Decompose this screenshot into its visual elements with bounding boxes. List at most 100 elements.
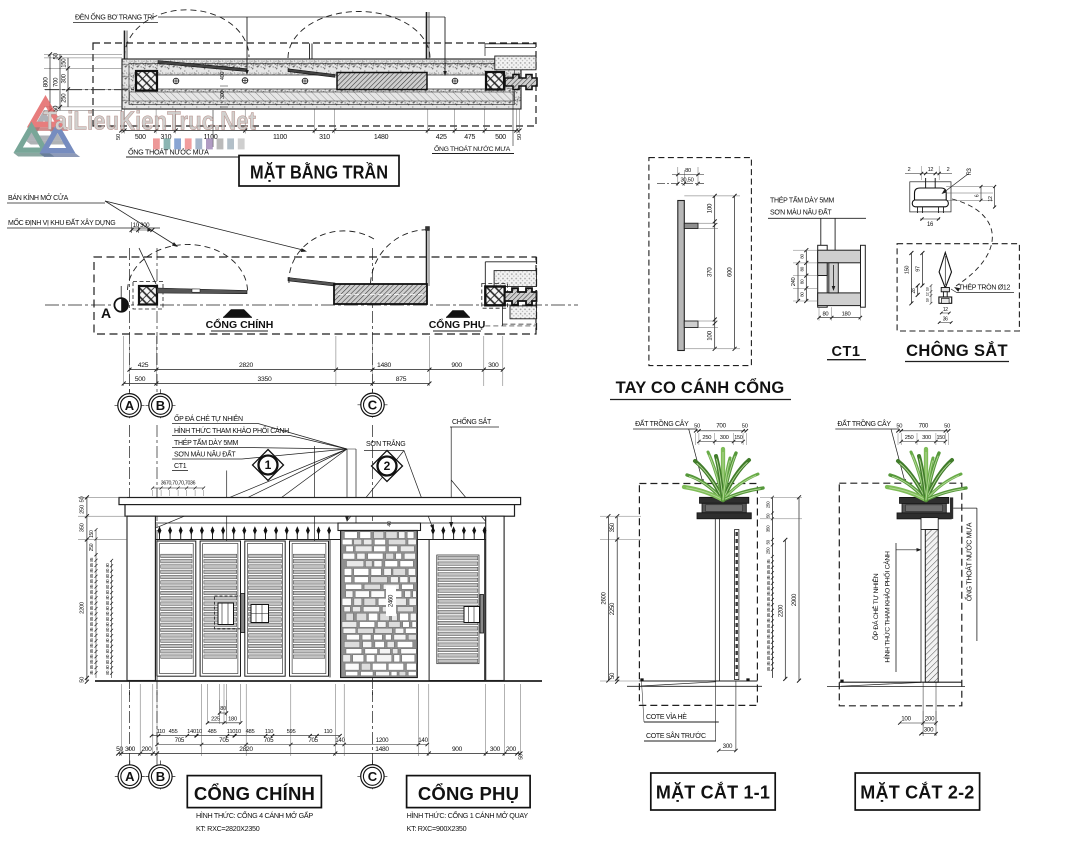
- svg-text:300: 300: [490, 746, 501, 753]
- svg-text:50: 50: [517, 134, 523, 140]
- svg-text:150: 150: [62, 58, 68, 68]
- svg-text:150: 150: [89, 530, 95, 538]
- svg-text:1: 1: [265, 458, 272, 472]
- svg-text:16: 16: [927, 222, 934, 228]
- svg-text:85: 85: [89, 638, 94, 643]
- svg-text:2600: 2600: [601, 591, 607, 604]
- svg-text:400: 400: [220, 72, 226, 81]
- svg-text:ỐNG THOÁT NƯỚC MƯA: ỐNG THOÁT NƯỚC MƯA: [964, 522, 974, 601]
- svg-text:300: 300: [125, 746, 136, 753]
- svg-text:80: 80: [105, 659, 110, 664]
- svg-text:3670,70,70,7036: 3670,70,70,7036: [161, 481, 196, 487]
- svg-text:100: 100: [707, 330, 714, 340]
- svg-text:CỔNG CHÍNH: CỔNG CHÍNH: [194, 783, 315, 804]
- svg-text:85: 85: [766, 634, 771, 639]
- svg-text:80: 80: [685, 168, 691, 174]
- svg-text:250: 250: [702, 435, 711, 441]
- svg-text:150: 150: [905, 266, 911, 275]
- svg-text:800: 800: [43, 77, 50, 88]
- svg-text:300: 300: [922, 435, 931, 441]
- svg-text:300: 300: [220, 91, 226, 100]
- svg-text:10: 10: [196, 729, 202, 735]
- svg-text:1100: 1100: [204, 134, 218, 141]
- svg-text:50: 50: [519, 754, 525, 760]
- svg-text:CHỐNG SẮT: CHỐNG SẮT: [452, 416, 492, 426]
- svg-text:85: 85: [89, 616, 94, 621]
- svg-text:85: 85: [89, 627, 94, 632]
- svg-text:10 300: 10 300: [133, 223, 151, 229]
- svg-text:80: 80: [105, 595, 110, 600]
- svg-text:18: 18: [924, 298, 929, 303]
- svg-text:85: 85: [89, 568, 94, 573]
- svg-text:485: 485: [208, 729, 217, 735]
- svg-text:500: 500: [135, 376, 146, 383]
- svg-text:140: 140: [187, 729, 196, 735]
- svg-text:85: 85: [89, 611, 94, 616]
- svg-text:SƠN MÀU NÂU ĐẤT: SƠN MÀU NÂU ĐẤT: [770, 207, 832, 217]
- svg-text:85: 85: [89, 659, 94, 664]
- svg-text:2200: 2200: [778, 604, 784, 617]
- svg-text:310: 310: [319, 134, 330, 141]
- svg-text:85: 85: [766, 639, 771, 644]
- svg-text:40: 40: [387, 521, 393, 527]
- svg-text:150: 150: [937, 435, 946, 441]
- svg-text:85: 85: [766, 564, 771, 569]
- svg-text:1480: 1480: [377, 362, 391, 369]
- svg-text:85: 85: [766, 607, 771, 612]
- svg-text:KT: RXC=900X2350: KT: RXC=900X2350: [407, 824, 467, 833]
- svg-text:50: 50: [896, 424, 902, 430]
- svg-text:HÌNH THỨC: CỔNG 4 CÁNH MỞ GẤP: HÌNH THỨC: CỔNG 4 CÁNH MỞ GẤP: [196, 810, 313, 820]
- svg-text:455: 455: [169, 729, 178, 735]
- svg-text:C: C: [368, 769, 378, 784]
- svg-text:18: 18: [924, 287, 929, 292]
- svg-text:HÌNH THỨC THAM KHẢO PHỐI CẢNH: HÌNH THỨC THAM KHẢO PHỐI CẢNH: [882, 551, 892, 663]
- svg-text:110: 110: [157, 729, 165, 735]
- svg-text:50: 50: [80, 677, 86, 683]
- svg-text:85: 85: [89, 670, 94, 675]
- svg-text:80: 80: [800, 292, 805, 297]
- svg-text:705: 705: [264, 737, 274, 744]
- svg-text:80: 80: [105, 600, 110, 605]
- svg-text:2820: 2820: [239, 746, 253, 753]
- svg-text:150: 150: [734, 435, 743, 441]
- svg-text:300: 300: [924, 727, 934, 734]
- svg-text:50: 50: [54, 105, 60, 112]
- svg-text:140: 140: [418, 737, 428, 744]
- svg-text:50: 50: [694, 424, 700, 430]
- svg-text:500: 500: [495, 134, 506, 141]
- svg-text:TaiLieuKienTruc.Net: TaiLieuKienTruc.Net: [43, 106, 256, 136]
- svg-text:85: 85: [89, 648, 94, 653]
- svg-text:ĐẤT TRỒNG CÂY: ĐẤT TRỒNG CÂY: [837, 418, 891, 428]
- svg-text:12: 12: [924, 292, 929, 297]
- svg-text:100: 100: [707, 203, 714, 213]
- svg-text:80: 80: [105, 606, 110, 611]
- svg-text:85: 85: [89, 573, 94, 578]
- svg-text:85: 85: [89, 632, 94, 637]
- svg-text:12: 12: [928, 167, 934, 173]
- svg-text:705: 705: [175, 737, 185, 744]
- svg-text:COTE VỈA HÈ: COTE VỈA HÈ: [646, 712, 687, 721]
- svg-text:85: 85: [766, 650, 771, 655]
- svg-text:225: 225: [211, 717, 220, 723]
- svg-text:80: 80: [105, 627, 110, 632]
- svg-text:1480: 1480: [375, 746, 389, 753]
- svg-text:85: 85: [766, 661, 771, 666]
- svg-text:85: 85: [89, 584, 94, 589]
- svg-text:85: 85: [766, 596, 771, 601]
- svg-text:425: 425: [138, 362, 149, 369]
- svg-text:C: C: [368, 397, 378, 412]
- svg-text:80: 80: [105, 665, 110, 670]
- svg-text:85: 85: [89, 654, 94, 659]
- svg-text:10: 10: [235, 729, 241, 735]
- svg-text:CỔNG PHỤ: CỔNG PHỤ: [429, 318, 486, 331]
- svg-text:1200: 1200: [376, 737, 389, 744]
- svg-text:80: 80: [220, 706, 226, 712]
- svg-text:HÌNH THỨC THAM KHẢO PHỐI CẢNH: HÌNH THỨC THAM KHẢO PHỐI CẢNH: [174, 425, 289, 435]
- svg-text:85: 85: [89, 589, 94, 594]
- svg-text:85: 85: [89, 664, 94, 669]
- svg-text:85: 85: [89, 578, 94, 583]
- svg-text:50: 50: [742, 424, 748, 430]
- svg-text:BÁN KÍNH MỞ CỬA: BÁN KÍNH MỞ CỬA: [8, 193, 69, 202]
- svg-text:1100: 1100: [273, 134, 287, 141]
- svg-text:500: 500: [135, 134, 146, 141]
